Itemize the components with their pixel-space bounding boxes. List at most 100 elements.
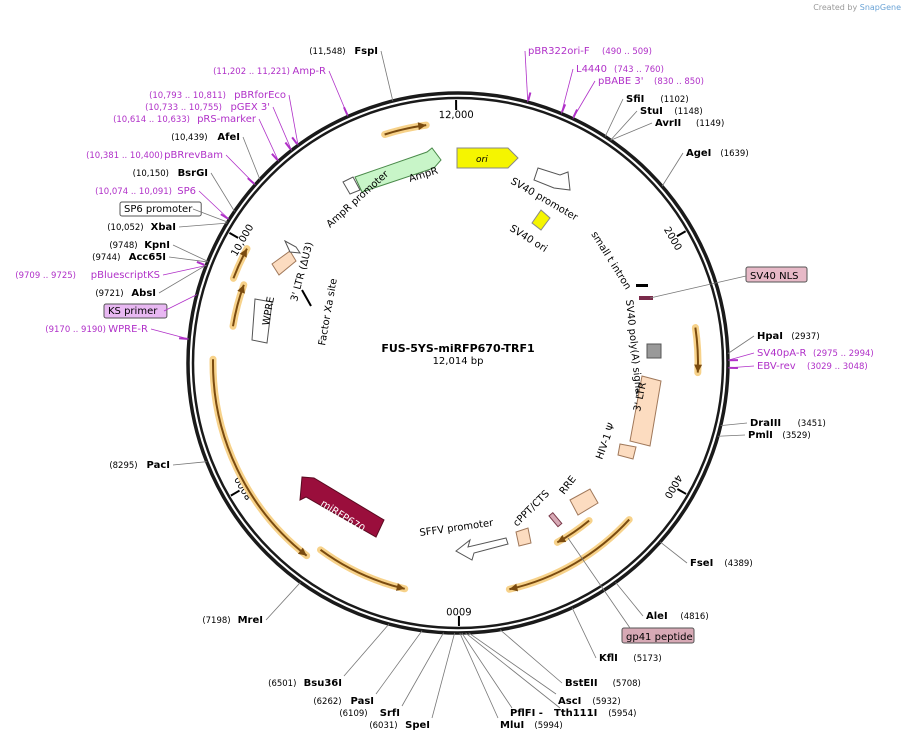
psi-box [617, 443, 637, 460]
site-hpai[interactable]: HpaI(2937) [757, 331, 820, 342]
site-mlui[interactable]: MluI(5994) [500, 720, 563, 731]
site-name: AvrII [655, 118, 681, 129]
site-position: (490 .. 509) [602, 47, 652, 57]
site-kfli[interactable]: KflI(5173) [599, 653, 662, 664]
site-pflfi[interactable]: PflFI - [510, 708, 543, 719]
orf-left-long-arrowhead [297, 547, 307, 556]
leader-line [431, 632, 455, 719]
leader-line [343, 623, 390, 677]
site-pbabe-3-[interactable]: pBABE 3' (830 .. 850) [598, 76, 704, 87]
ltr-du3-box [271, 250, 297, 276]
site-bsteii[interactable]: BstEII(5708) [565, 678, 641, 689]
site-absi[interactable]: AbsI(9721) [95, 288, 156, 299]
tick-mark [230, 489, 241, 497]
site-asci[interactable]: AscI(5932) [558, 696, 621, 707]
site-ks-primer[interactable]: KS primer [103, 303, 168, 319]
sv40-nls-box[interactable]: SV40 NLS [745, 266, 808, 283]
leader-line [242, 136, 261, 180]
site-name: PflFI - [510, 708, 543, 719]
site-name: pBABE 3' [598, 76, 644, 87]
plasmid-name: FUS-5YS-miRFP670-TRF1 [381, 342, 534, 355]
sffv-promoter-arrow [455, 537, 509, 561]
site-stui[interactable]: StuI(1148) [640, 106, 703, 117]
site-pasi[interactable]: PasI(6262) [313, 696, 374, 707]
site-srfi[interactable]: SrfI(6109) [339, 708, 400, 719]
site-name: AgeI [686, 148, 711, 159]
site-draiii[interactable]: DraIII(3451) [750, 418, 826, 429]
boxed-label [621, 627, 695, 644]
site-mrei[interactable]: MreI(7198) [202, 615, 263, 626]
ltr-right-box [629, 375, 662, 447]
site-position: (3029 .. 3048) [807, 362, 868, 372]
gp41-mark [548, 512, 563, 528]
site-amp-r[interactable]: Amp-R(11,202 .. 11,221) [213, 66, 326, 77]
site-sfii[interactable]: SfiI(1102) [626, 94, 689, 105]
leader-line [459, 632, 499, 719]
feature-label: cPPT/CTS [511, 488, 552, 529]
ampr-arrow [354, 147, 442, 193]
site-paci[interactable]: PacI(8295) [109, 460, 170, 471]
site-position: (9709 .. 9725) [15, 271, 76, 281]
site-sp6-promoter[interactable]: SP6 promoter [119, 201, 202, 217]
plasmid-size: 12,014 bp [433, 356, 484, 367]
orf-bottom-arrowhead [396, 583, 405, 591]
site-sp6[interactable]: SP6(10,074 .. 10,091) [95, 186, 196, 197]
leader-line [210, 172, 235, 212]
site-pmli[interactable]: PmlI(3529) [748, 430, 811, 441]
leader-line [560, 68, 574, 114]
site-position: (4816) [680, 612, 708, 622]
site-pbr322ori-f[interactable]: pBR322ori-F(490 .. 509) [528, 46, 652, 57]
site-name: AleI [646, 611, 668, 622]
boxed-label [119, 201, 202, 217]
leader-line [272, 106, 292, 151]
site-ebv-rev[interactable]: EBV-rev(3029 .. 3048) [757, 361, 868, 372]
site-wpre-r[interactable]: WPRE-R(9170 .. 9190) [45, 324, 148, 335]
site-bsrgi[interactable]: BsrGI(10,150) [133, 168, 208, 179]
site-name: PmlI [748, 430, 773, 441]
wpre-box [251, 298, 273, 344]
site-name: L4440 [576, 64, 607, 75]
site-bsu36i[interactable]: Bsu36I(6501) [268, 678, 342, 689]
site-sv40pa-r[interactable]: SV40pA-R(2975 .. 2994) [757, 348, 874, 359]
boxed-text: SP6 promoter [124, 204, 193, 215]
site-xbai[interactable]: XbaI(10,052) [107, 222, 176, 233]
site-alei[interactable]: AleI (4816) [646, 611, 709, 622]
site-name: SfiI [626, 94, 644, 105]
tick-label: 4000 [662, 472, 684, 500]
site-position: (830 .. 850) [654, 77, 704, 87]
rre-box [569, 488, 599, 516]
site-tth111i[interactable]: Tth111I(5954) [554, 708, 636, 719]
gp41-peptide-box[interactable]: gp41 peptide [621, 627, 695, 644]
site-l4440[interactable]: L4440(743 .. 760) [576, 64, 664, 75]
site-afei[interactable]: AfeI(10,439) [171, 132, 240, 143]
boxed-label [745, 266, 808, 283]
mirfp-arrow [299, 476, 385, 538]
site-pgex-3-[interactable]: pGEX 3'(10,733 .. 10,755) [145, 102, 270, 113]
leader-line [461, 632, 513, 709]
site-acc65i[interactable]: Acc65I(9744) [92, 252, 166, 263]
leader-line [375, 630, 423, 695]
site-spei[interactable]: SpeI(6031) [369, 720, 430, 731]
leader-line [178, 222, 228, 228]
site-pbrforeco[interactable]: pBRforEco(10,793 .. 10,811) [149, 90, 286, 101]
site-avrii[interactable]: AvrII(1149) [655, 118, 724, 129]
site-name: pGEX 3' [230, 102, 270, 113]
site-kpni[interactable]: KpnI(9748) [109, 240, 170, 251]
site-prs-marker[interactable]: pRS-marker(10,614 .. 10,633) [113, 114, 257, 125]
site-fsei[interactable]: FseI(4389) [690, 558, 753, 569]
site-pbluescriptks[interactable]: pBluescriptKS(9709 .. 9725) [15, 270, 160, 281]
leader-line [727, 352, 755, 361]
leader-line [163, 294, 197, 312]
site-position: (2937) [791, 332, 819, 342]
site-pbrrevbam[interactable]: pBRrevBam(10,381 .. 10,400) [86, 150, 223, 161]
leader-line [258, 118, 279, 162]
leader-line [649, 275, 747, 299]
site-label-layer: FspI(11,548) Amp-R(11,202 .. 11,221) pBRfo… [15, 46, 873, 731]
site-position: (10,150) [133, 169, 169, 179]
site-fspi[interactable]: FspI(11,548) [309, 46, 378, 57]
leader-line [465, 632, 561, 709]
site-agei[interactable]: AgeI(1639) [686, 148, 749, 159]
credit-text: Created by SnapGene [813, 3, 901, 12]
primer-tick [527, 92, 532, 101]
feature-label: ori [476, 155, 488, 165]
